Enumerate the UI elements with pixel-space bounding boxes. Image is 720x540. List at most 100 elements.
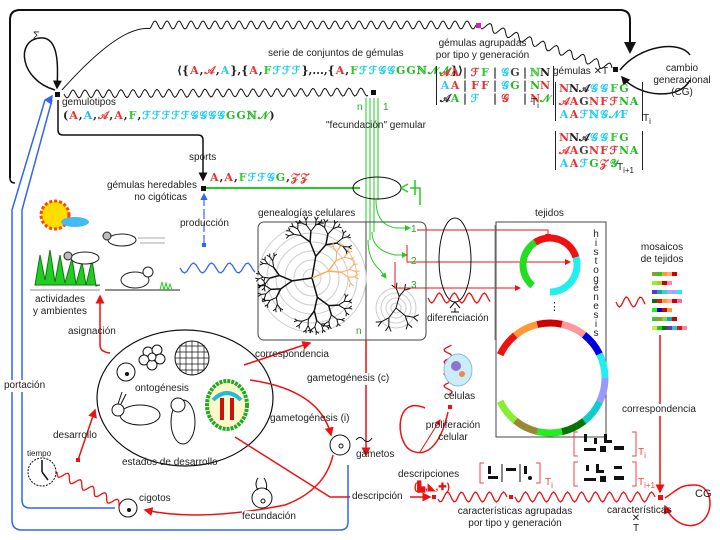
generation-ring — [390, 302, 402, 314]
correspondencia-arrow — [243, 341, 312, 366]
matrix-cell: 𝒜 — [559, 144, 570, 157]
grouped-gemulas-node[interactable] — [476, 23, 481, 28]
ontogenesis-ellipse — [96, 329, 274, 467]
matrix-cell: 𝒜 — [440, 66, 451, 79]
mosaic-cell — [667, 299, 672, 303]
gemula-symbol: G — [236, 109, 246, 122]
cg-arc-top — [619, 45, 691, 71]
mosaic-cell — [662, 299, 667, 303]
generation-ring — [380, 292, 412, 324]
tree-branch — [273, 267, 280, 276]
tree-branch — [316, 320, 323, 326]
tree-branch — [298, 320, 303, 326]
mosaic-cell — [652, 308, 657, 312]
tree-branch — [354, 276, 359, 280]
tree-branch — [333, 219, 336, 224]
matrix-cell: N — [559, 131, 570, 144]
gastrula-icon — [205, 379, 249, 431]
actividades-label: actividades y ambientes — [25, 294, 95, 318]
matrix-cell: 𝒢 — [600, 82, 608, 95]
mosaic-cell — [662, 317, 667, 321]
tree-branch — [257, 270, 260, 275]
matrix-cell: N — [540, 79, 551, 92]
xt-cross: ✕ — [631, 513, 641, 524]
tree-branch — [320, 222, 324, 224]
path-3-label: 3 — [411, 280, 417, 291]
gemula-symbol: ℱ — [151, 109, 161, 122]
agrupadas-node[interactable] — [509, 495, 513, 499]
gemulotipos-node[interactable] — [55, 92, 60, 97]
cg-label: CG — [695, 488, 712, 500]
tree-branch — [263, 298, 266, 302]
tree-branch — [341, 233, 344, 239]
tree-branch — [323, 218, 326, 223]
gametogenesis-i-line — [249, 379, 334, 437]
embryo-icon — [170, 397, 196, 445]
sports-label: sports — [189, 152, 217, 163]
tree-branch — [257, 292, 262, 295]
matrix-row: 𝒜A|ℱ |𝒢 |N𝒩 — [440, 92, 551, 105]
tree-branch — [309, 231, 312, 243]
tree-branch — [326, 325, 330, 329]
matrix-cell: A — [559, 108, 569, 121]
tree-branch — [354, 273, 359, 278]
mosaic-cell — [652, 272, 657, 276]
matrix-cell: A — [440, 79, 450, 92]
tree-branch — [263, 277, 266, 282]
gemula-symbol: ℱ — [171, 109, 180, 122]
tissue-segment — [596, 352, 609, 379]
gametogenesis-i-label: gametogénesis (i) — [270, 413, 350, 424]
gemulas-xt-node[interactable] — [613, 67, 618, 72]
matrix-cell: ℱ — [579, 157, 589, 170]
desarrollo-arrow — [77, 408, 97, 461]
tree-branch — [324, 222, 326, 228]
tree-branch — [292, 277, 313, 282]
mosaic-cell — [657, 290, 662, 294]
tree-branch — [279, 308, 282, 312]
tree-branch — [335, 256, 345, 262]
mosaic-cell — [682, 326, 687, 330]
mosaic-cell — [657, 317, 662, 321]
features-ti-matrix — [573, 431, 637, 457]
tree-branch — [324, 227, 329, 235]
tree-branch — [318, 220, 321, 225]
tree-branch — [347, 236, 352, 239]
matrix-cell: A — [450, 66, 460, 79]
tree-branch — [343, 252, 349, 258]
gametogenesis-c-label: gametogénesis (c) — [307, 373, 390, 385]
features-ti-subscript: Ti — [638, 447, 646, 460]
wave-serie-to-gemulotipos — [61, 20, 477, 91]
proliferacion-loop — [399, 405, 449, 454]
tree-branch — [269, 297, 277, 301]
descripciones-node[interactable] — [432, 495, 436, 499]
matrix-cell: G — [619, 131, 629, 144]
gemula-symbol: 𝒩 — [439, 64, 450, 77]
mosaicos-label: mosaicos de tejidos — [632, 242, 692, 266]
ellipsis-label: ⋮ — [549, 301, 560, 313]
matrix-cell: | — [492, 79, 497, 92]
tree-branch — [261, 287, 265, 291]
gemula-symbol: ℱ — [161, 109, 171, 122]
tree-branch — [306, 224, 312, 232]
tree-branch — [348, 246, 352, 250]
fecundacion-node[interactable] — [371, 90, 376, 95]
mosaic-cell — [677, 299, 682, 303]
matrix-cell: F — [471, 79, 479, 92]
tree-branch — [342, 236, 348, 239]
heredables-node[interactable] — [201, 186, 206, 191]
tree-branch — [315, 216, 319, 221]
tree-branch — [313, 310, 318, 321]
actividades-line-2: y ambientes — [33, 306, 87, 317]
produccion-node — [202, 243, 206, 247]
tree-branch — [395, 288, 400, 297]
caracteristicas-node[interactable] — [658, 495, 663, 500]
matrix-cell: A — [450, 92, 460, 105]
mosaic-cell — [662, 308, 667, 312]
path-1-label: 1 — [411, 224, 417, 235]
tree-branch — [325, 242, 337, 246]
tree-branch — [272, 260, 275, 268]
mosaic-cell — [677, 326, 682, 330]
mosaic-cell — [662, 281, 667, 285]
mosaic-cell — [667, 272, 672, 276]
